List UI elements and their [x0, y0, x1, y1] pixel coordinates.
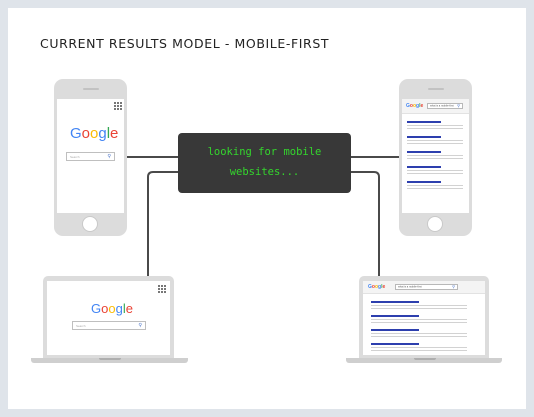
- result-item[interactable]: [371, 343, 467, 351]
- google-logo-letter: G: [91, 301, 102, 316]
- result-item[interactable]: [407, 136, 463, 144]
- google-logo-letter: g: [416, 103, 420, 109]
- crawler-line-1: looking for mobile: [207, 146, 322, 158]
- google-logo-letter: o: [81, 125, 91, 142]
- google-logo-small: Google: [368, 284, 385, 290]
- google-logo-letter: o: [412, 103, 417, 109]
- google-logo-letter: G: [368, 284, 372, 290]
- result-item[interactable]: [407, 166, 463, 174]
- wire-to-laptop-home: [147, 171, 178, 276]
- result-item[interactable]: [407, 181, 463, 189]
- search-icon: ⚲: [107, 153, 111, 159]
- result-item[interactable]: [407, 151, 463, 159]
- apps-grid-icon[interactable]: [114, 102, 122, 110]
- search-placeholder: Search: [70, 154, 80, 159]
- google-logo-letter: l: [381, 284, 383, 290]
- google-logo-letter: o: [101, 301, 109, 316]
- search-input[interactable]: Search ⚲: [72, 321, 146, 330]
- diagram-title: CURRENT RESULTS MODEL - MOBILE-FIRST: [40, 36, 330, 51]
- google-logo-letter: o: [90, 125, 99, 142]
- search-icon: ⚲: [138, 322, 142, 328]
- result-item[interactable]: [371, 329, 467, 337]
- phone-home-button: [82, 216, 98, 232]
- google-logo-letter: G: [406, 103, 410, 109]
- mobile-results-screen: Google what is a mobile-first ⚲: [402, 99, 469, 213]
- results-query: what is a mobile-first: [398, 285, 422, 289]
- google-logo-letter: g: [98, 125, 107, 142]
- results-search-input[interactable]: what is a mobile-first ⚲: [427, 103, 463, 109]
- phone-speaker: [83, 88, 99, 90]
- wire-to-laptop-results: [351, 171, 380, 276]
- google-logo-small: Google: [406, 103, 423, 109]
- mobile-home-device: Google Search ⚲: [54, 79, 127, 236]
- mobile-results-device: Google what is a mobile-first ⚲: [399, 79, 472, 236]
- google-logo-letter: e: [110, 125, 119, 142]
- search-placeholder: Search: [76, 323, 86, 328]
- google-logo-letter: l: [106, 125, 111, 142]
- result-item[interactable]: [407, 121, 463, 129]
- result-item[interactable]: [371, 315, 467, 323]
- laptop-home-screen: Google Search ⚲: [47, 281, 170, 355]
- google-logo-letter: g: [115, 301, 123, 316]
- results-search-input[interactable]: what is a mobile-first ⚲: [395, 284, 458, 290]
- google-logo-letter: l: [419, 103, 421, 109]
- phone-home-button: [427, 216, 443, 232]
- google-logo-letter: l: [122, 301, 126, 316]
- google-logo-letter: g: [378, 284, 382, 290]
- laptop-base: [31, 358, 188, 363]
- google-logo-letter: e: [420, 103, 424, 109]
- result-item[interactable]: [371, 301, 467, 309]
- search-icon: ⚲: [452, 284, 455, 289]
- laptop-notch: [99, 358, 121, 360]
- google-logo-letter: G: [70, 125, 82, 142]
- google-logo: Google: [70, 125, 118, 142]
- search-icon: ⚲: [457, 103, 460, 108]
- google-logo-letter: o: [371, 284, 375, 290]
- mobile-home-screen: Google Search ⚲: [57, 99, 124, 213]
- google-logo-letter: o: [108, 301, 116, 316]
- results-query: what is a mobile-first: [430, 104, 454, 108]
- laptop-base: [346, 358, 502, 363]
- phone-speaker: [428, 88, 444, 90]
- laptop-results-screen: Google what is a mobile-first ⚲: [363, 281, 485, 355]
- results-list: [407, 121, 463, 189]
- search-input[interactable]: Search ⚲: [66, 152, 115, 161]
- google-logo-letter: o: [374, 284, 379, 290]
- results-list: [371, 301, 467, 351]
- google-logo-letter: e: [125, 301, 133, 316]
- crawler-line-2: websites...: [229, 166, 300, 178]
- google-logo-letter: e: [382, 284, 386, 290]
- google-logo: Google: [91, 301, 133, 316]
- laptop-notch: [414, 358, 436, 360]
- google-logo-letter: o: [409, 103, 413, 109]
- crawler-box: looking for mobile websites...: [178, 133, 351, 193]
- apps-grid-icon[interactable]: [158, 285, 166, 293]
